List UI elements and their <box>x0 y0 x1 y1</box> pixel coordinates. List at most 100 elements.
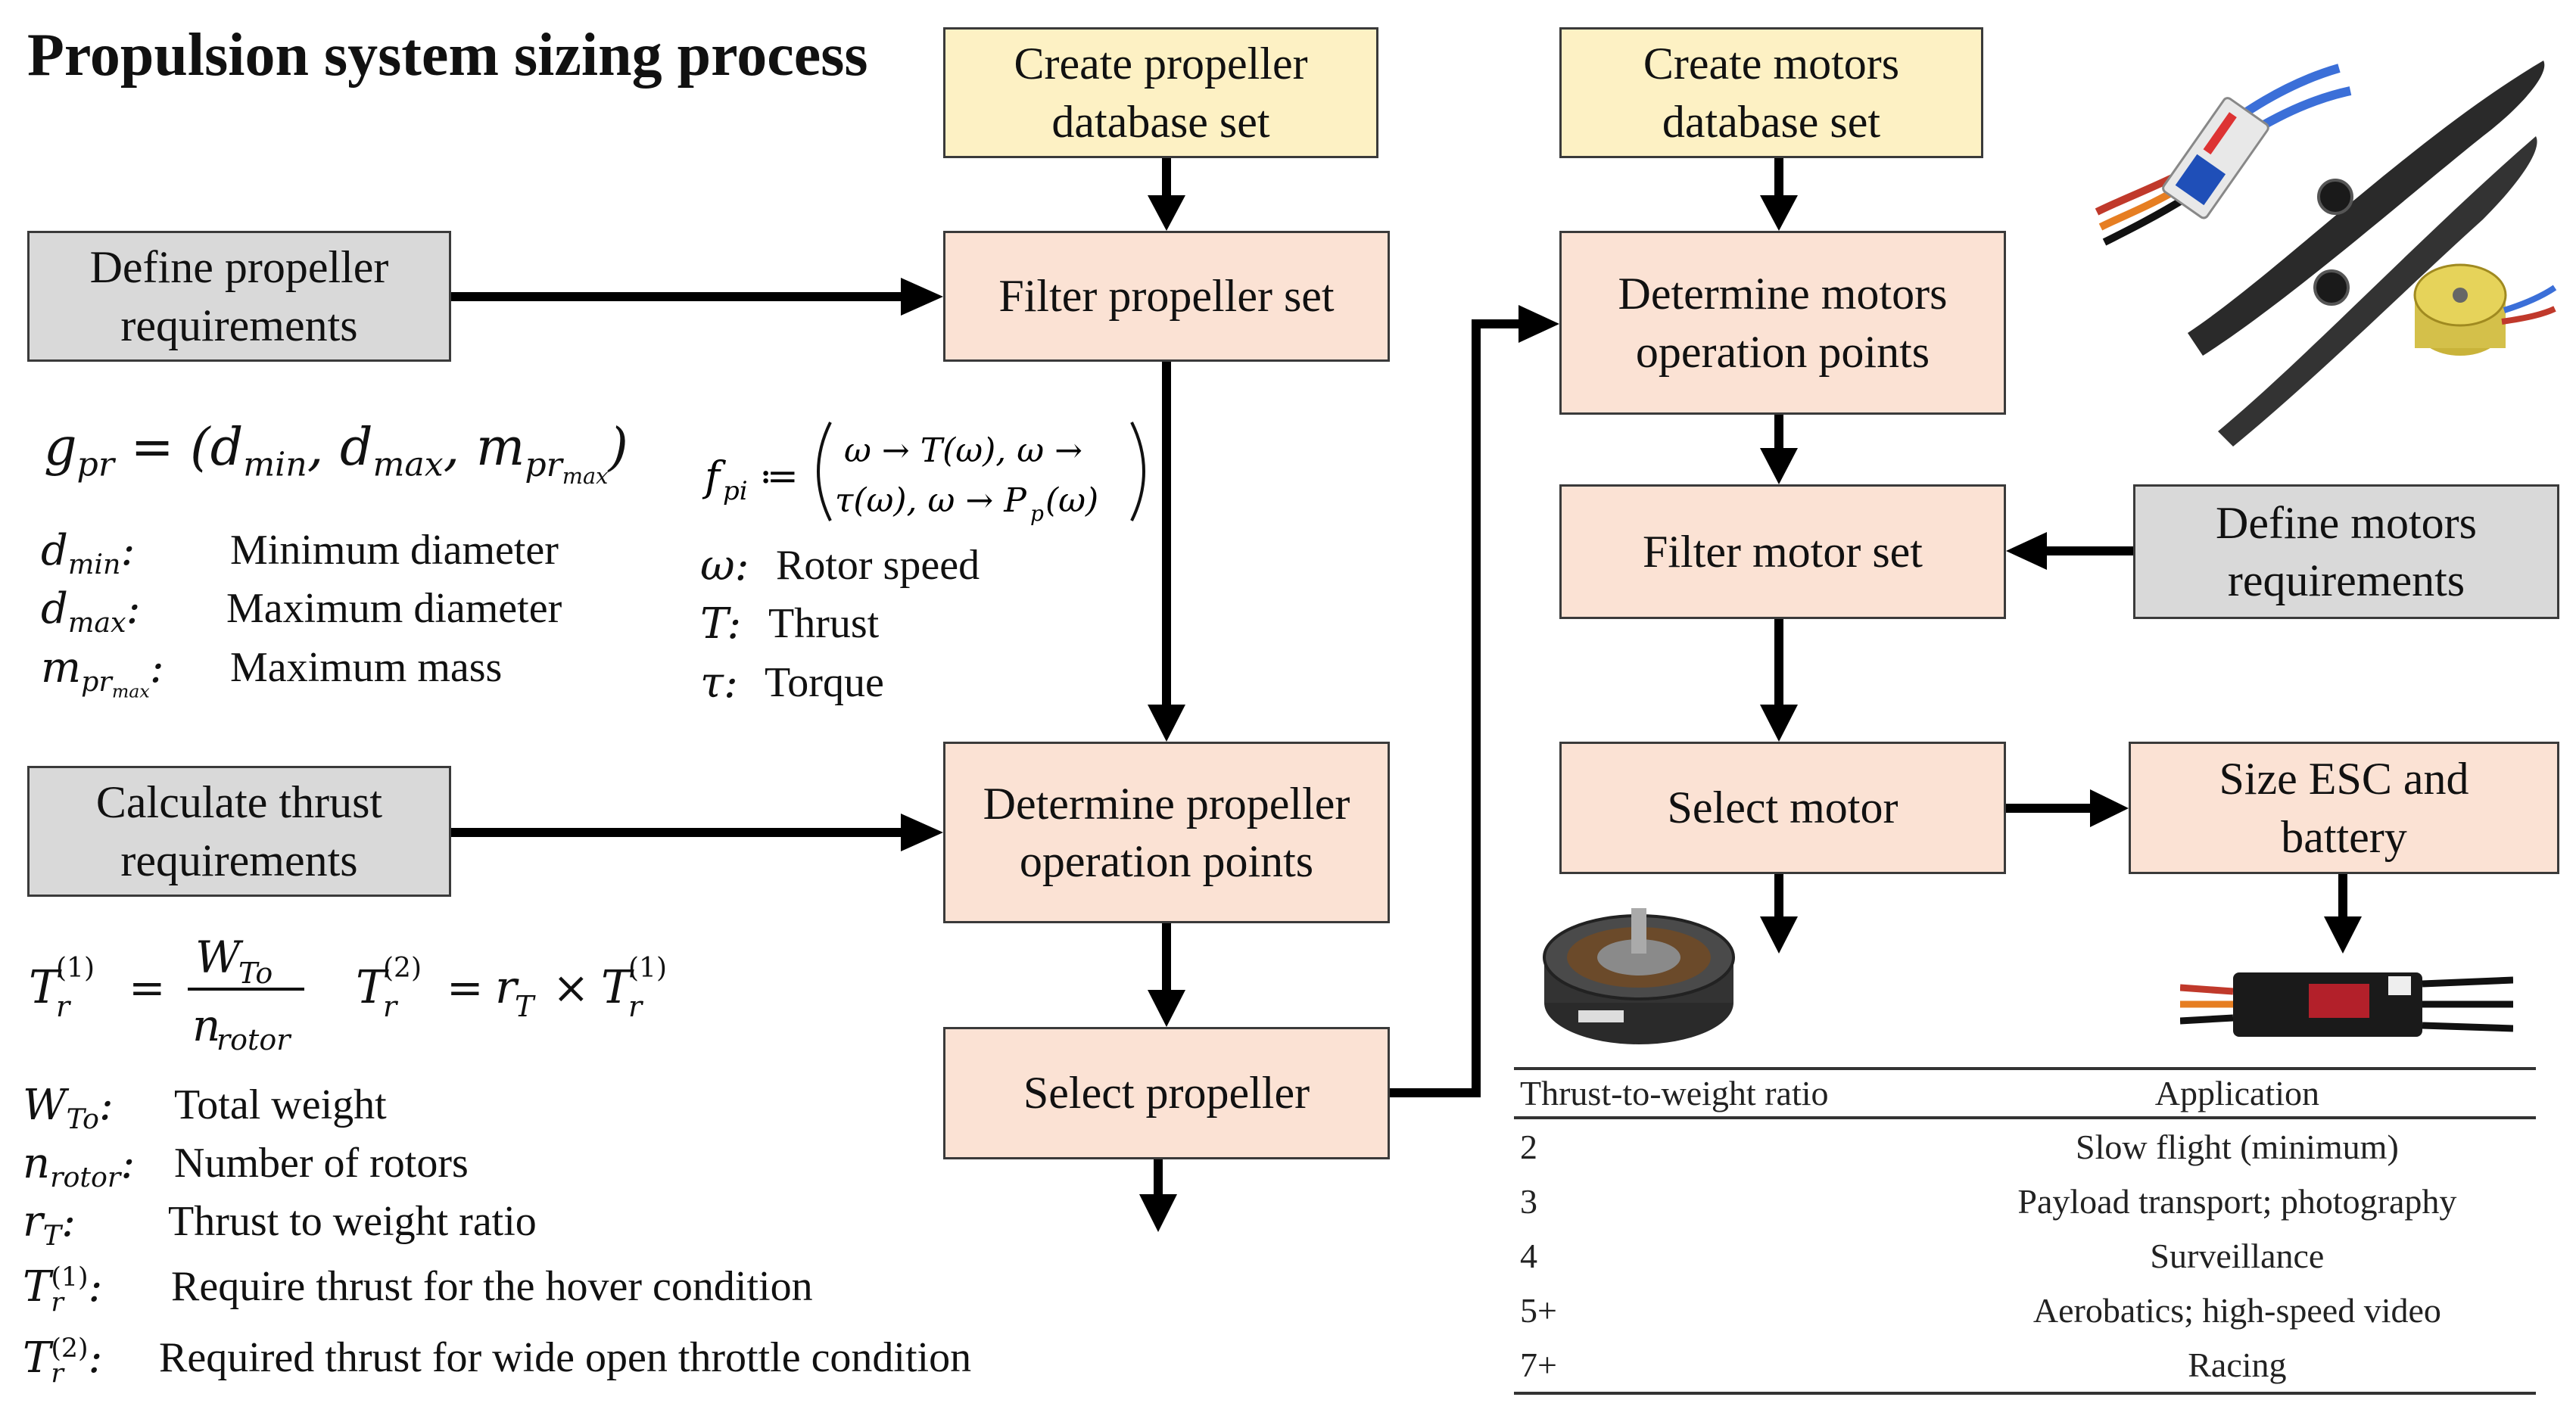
def-dmax: dmax: Maximum diameter <box>41 584 562 639</box>
table-cell: 5+ <box>1520 1290 1557 1330</box>
define-propeller-requirements-box: Define propeller requirements <box>27 231 451 362</box>
def-symbol: WTo: <box>23 1081 114 1136</box>
determine-propeller-operation-box: Determine propeller operation points <box>943 742 1390 923</box>
def-symbol: rT: <box>23 1197 76 1252</box>
table-cell: Slow flight (minimum) <box>2076 1127 2399 1166</box>
def-symbol: nrotor: <box>23 1139 135 1194</box>
svg-text:T: T <box>356 961 389 1014</box>
def-description: Maximum diameter <box>226 585 562 632</box>
box-label-line: Define motors <box>2216 497 2477 548</box>
box-label-line: requirements <box>120 300 358 350</box>
table-row: 3 Payload transport; photography <box>1514 1174 2536 1228</box>
select-propeller-box: Select propeller <box>943 1027 1390 1159</box>
propeller-requirements-formula: gpr = (dmin, dmax, mprmax) <box>44 418 628 489</box>
svg-text:T: T <box>29 961 62 1014</box>
def-description: Required thrust for wide open throttle c… <box>159 1334 972 1381</box>
table-header-cell: Thrust-to-weight ratio <box>1514 1067 1939 1119</box>
svg-text:(ω): (ω) <box>1045 481 1098 520</box>
svg-text:(2): (2) <box>383 953 422 984</box>
box-label-line: Define propeller <box>89 242 389 293</box>
table-cell: 3 <box>1520 1181 1537 1221</box>
def-torque: τ: Torque <box>700 658 884 708</box>
def-description: Maximum mass <box>230 644 503 691</box>
def-rt: rT: Thrust to weight ratio <box>23 1197 537 1252</box>
box-label-line: requirements <box>120 835 358 885</box>
svg-text:=: = <box>447 962 484 1013</box>
box-label-line: Filter propeller set <box>998 271 1335 322</box>
box-label-line: Filter motor set <box>1643 526 1923 577</box>
def-symbol: T: <box>700 599 742 649</box>
def-description: Torque <box>765 659 884 706</box>
page-title: Propulsion system sizing process <box>27 22 868 89</box>
svg-text:r: r <box>628 990 644 1023</box>
box-label-line: Select motor <box>1667 783 1899 833</box>
box-label-line: Determine propeller <box>983 778 1350 829</box>
def-dmin: dmin: Minimum diameter <box>41 526 559 580</box>
def-description: Total weight <box>174 1081 387 1128</box>
table-cell: Surveillance <box>2150 1236 2325 1275</box>
svg-text:T: T <box>515 990 536 1023</box>
filter-motor-set-box: Filter motor set <box>1559 484 2006 619</box>
table-cell: Payload transport; photography <box>2017 1181 2457 1221</box>
table-row: 4 Surveillance <box>1514 1228 2536 1283</box>
box-label-line: database set <box>1051 96 1270 147</box>
def-description: Number of rotors <box>174 1140 469 1187</box>
svg-text:W: W <box>195 932 244 983</box>
thrust-weight-table: Thrust-to-weight ratio Application 2 Slow… <box>1514 1067 2536 1395</box>
box-label-line: Select propeller <box>1023 1068 1310 1119</box>
def-description: Thrust to weight ratio <box>168 1198 537 1245</box>
svg-text:To: To <box>238 957 273 990</box>
def-symbol: dmin: <box>41 526 135 581</box>
box-label-line: operation points <box>1635 326 1930 377</box>
def-description: Require thrust for the hover condition <box>171 1263 813 1310</box>
box-label-line: Size ESC and <box>2219 754 2469 804</box>
arrow-select-to-motors <box>1390 319 1522 1097</box>
svg-text:(1): (1) <box>628 953 667 984</box>
box-label-line: Create propeller <box>1014 39 1308 89</box>
def-symbol: T(1)r: <box>23 1262 103 1318</box>
svg-text:τ(ω), ω → P: τ(ω), ω → P <box>835 481 1027 520</box>
table-cell: 7+ <box>1514 1337 1939 1395</box>
box-label-line: Create motors <box>1643 39 1900 89</box>
create-propeller-database-box: Create propeller database set <box>943 27 1378 158</box>
table-cell: 4 <box>1520 1236 1537 1275</box>
svg-text:T: T <box>601 961 634 1014</box>
svg-text:≔: ≔ <box>759 454 799 498</box>
box-label-line: Determine motors <box>1618 269 1948 319</box>
box-label-line: battery <box>2281 811 2407 862</box>
box-label-line: Calculate thrust <box>95 777 383 828</box>
svg-text:(1): (1) <box>56 953 95 984</box>
def-symbol: T(2)r: <box>23 1333 103 1389</box>
table-cell: Racing <box>1938 1337 2536 1395</box>
svg-text:r: r <box>56 990 72 1023</box>
def-wto: WTo: Total weight <box>23 1081 387 1135</box>
def-description: Rotor speed <box>776 542 980 589</box>
table-row: 2 Slow flight (minimum) <box>1514 1118 2536 1174</box>
box-label-line: operation points <box>1019 836 1314 886</box>
filter-propeller-set-box: Filter propeller set <box>943 231 1390 362</box>
svg-text:r: r <box>383 990 399 1023</box>
table-row: 5+Aerobatics; high-speed video <box>1514 1283 2536 1337</box>
svg-text:pi: pi <box>723 476 748 506</box>
esc-controller-image <box>2180 972 2513 1037</box>
propeller-blade-icon <box>2188 61 2545 447</box>
brushless-motor-image <box>1543 908 1735 1044</box>
table-cell: 2 <box>1520 1127 1537 1166</box>
def-tr2: T(2)r: Required thrust for wide open thr… <box>23 1333 971 1386</box>
svg-text:n: n <box>192 1000 220 1051</box>
propeller-esc-motor-image <box>2095 61 2557 447</box>
svg-text:ω → T(ω), ω →: ω → T(ω), ω → <box>844 431 1082 470</box>
select-motor-box: Select motor <box>1559 742 2006 874</box>
def-tr1: T(1)r: Require thrust for the hover cond… <box>23 1262 813 1315</box>
table-header-cell: Application <box>1938 1067 2536 1119</box>
def-description: Minimum diameter <box>230 527 559 574</box>
box-label-line: database set <box>1662 96 1881 147</box>
table-header-row: Thrust-to-weight ratio Application <box>1514 1067 2536 1119</box>
thrust-formulas: T r (1) = W To n rotor T r (2) = r T × T… <box>23 919 704 1063</box>
def-symbol: ω: <box>700 541 749 590</box>
propeller-function-formula: f pi ≔ ω → T(ω), ω → τ(ω), ω → P p (ω) <box>700 415 1154 528</box>
size-esc-battery-box: Size ESC and battery <box>2129 742 2559 874</box>
calculate-thrust-requirements-box: Calculate thrust requirements <box>27 766 451 897</box>
svg-text:r: r <box>495 961 519 1014</box>
